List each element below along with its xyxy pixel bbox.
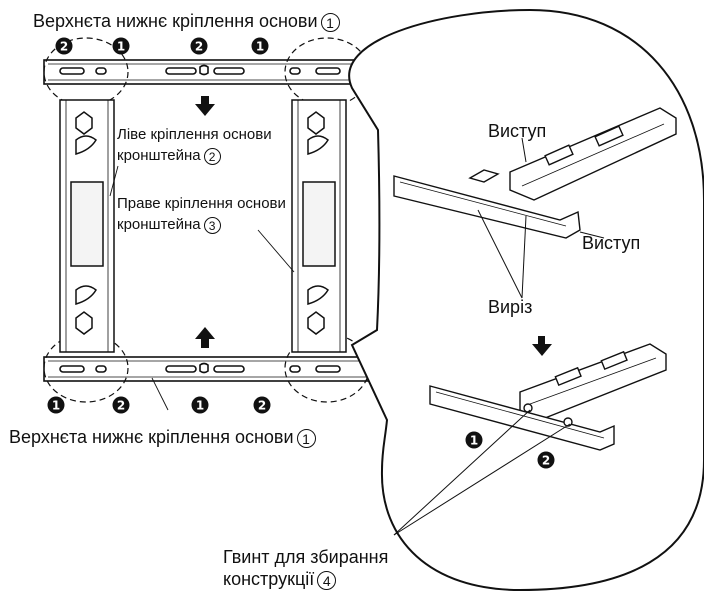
marker-2 (112, 396, 130, 414)
bottom-rail (43, 356, 371, 382)
marker-1 (191, 396, 209, 414)
marker-1 (47, 396, 65, 414)
detail-lower-rail (519, 343, 667, 421)
marker-1 (112, 37, 130, 55)
detail-upper-bracket (393, 169, 581, 239)
screw-text-line1: Гвинт для збирання (223, 547, 389, 567)
marker-1 (251, 37, 269, 55)
top-rail (43, 59, 371, 85)
detail-upper-leaders (477, 137, 605, 299)
left-bracket-text-line1: Ліве кріплення основи (117, 126, 272, 143)
marker-2 (55, 37, 73, 55)
marker-1 (465, 431, 483, 449)
right-bracket-text-line2: кронштейна (117, 216, 201, 233)
tab-label-side: Виступ (582, 233, 641, 253)
arrow-down-main (195, 96, 215, 116)
right-bracket-part-number: 3 (203, 216, 221, 234)
bottom-rail-part-number: 1 (296, 428, 316, 448)
right-bracket (291, 99, 347, 353)
right-bracket-text-line1: Праве кріплення основи (117, 195, 286, 212)
tab-label-top: Виступ (488, 121, 547, 141)
top-rail-part-number: 1 (320, 12, 340, 32)
leader-lines (109, 165, 295, 411)
arrow-down-detail (532, 336, 552, 356)
bottom-rail-text: Верхнєта нижнє кріплення основи (9, 427, 294, 447)
detail-lower-leaders (393, 409, 571, 536)
notch-label: Виріз (488, 297, 533, 317)
top-rail-text: Верхнєта нижнє кріплення основи (33, 11, 318, 31)
screw-part-number: 4 (317, 570, 337, 590)
screw-text-line2: конструкції (223, 569, 315, 589)
left-bracket-part-number: 2 (203, 147, 221, 165)
marker-2 (537, 451, 555, 469)
detail-upper-rail (509, 107, 677, 201)
left-bracket (59, 99, 115, 353)
marker-2 (253, 396, 271, 414)
marker-2 (190, 37, 208, 55)
left-bracket-text-line2: кронштейна (117, 147, 201, 164)
arrow-up-main (195, 327, 215, 348)
